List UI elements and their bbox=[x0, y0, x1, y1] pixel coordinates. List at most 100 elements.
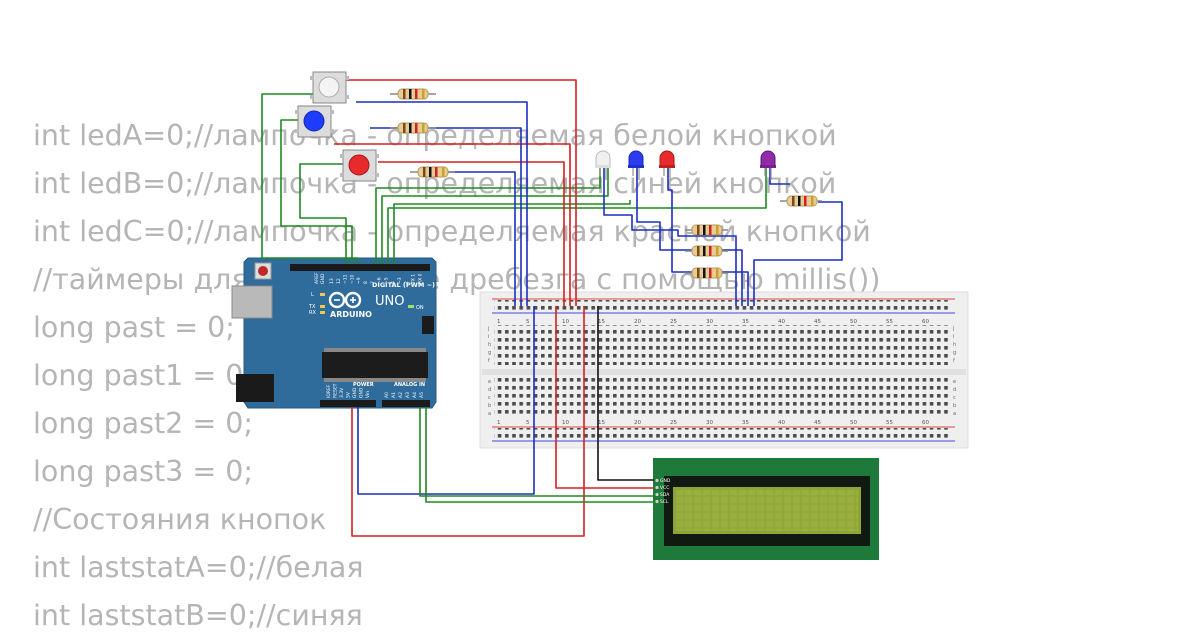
arduino-infinity-logo bbox=[328, 291, 362, 309]
lcd-pin bbox=[655, 499, 659, 504]
lcd-pin-label: GND bbox=[660, 478, 671, 484]
pin-label: IOREF bbox=[326, 384, 332, 398]
breadboard-row-letter: g bbox=[488, 350, 491, 356]
pin-label: AREF bbox=[314, 272, 320, 284]
breadboard-column-number: 50 bbox=[850, 319, 857, 325]
led-purple bbox=[760, 150, 776, 180]
analog-header bbox=[382, 400, 430, 407]
led-red bbox=[659, 150, 675, 180]
pin-label: ~11 bbox=[343, 274, 349, 284]
pin-label: 13 bbox=[329, 278, 335, 284]
breadboard-column-number: 20 bbox=[634, 319, 641, 325]
breadboard-row-letter: g bbox=[953, 350, 956, 356]
breadboard-column-number: 40 bbox=[778, 319, 785, 325]
code-line: int ledC=0;//лампочка - определяемая кра… bbox=[33, 215, 871, 248]
led-icon bbox=[628, 150, 644, 167]
pin-label: 3.3V bbox=[339, 387, 345, 398]
pin-label: 12 bbox=[336, 278, 342, 284]
pin-label: ~9 bbox=[356, 277, 362, 284]
pin-label: RX 0 bbox=[417, 273, 423, 284]
breadboard-row-letter: a bbox=[488, 411, 491, 417]
l-label: L bbox=[311, 292, 314, 298]
rx-label: RX bbox=[309, 310, 316, 316]
pin-label: GND bbox=[320, 273, 326, 284]
resistor-icon bbox=[780, 195, 822, 207]
arduino-brand: ARDUINO bbox=[330, 310, 372, 319]
pushbutton-blue bbox=[295, 105, 334, 138]
breadboard-column-number: 30 bbox=[706, 420, 713, 426]
lcd-pin-label: VCC bbox=[660, 485, 669, 491]
pushbutton-icon bbox=[318, 76, 340, 98]
pin-label: A3 bbox=[405, 392, 411, 398]
led-icon bbox=[659, 150, 675, 167]
breadboard-column-number: 10 bbox=[562, 319, 569, 325]
pin-label: A0 bbox=[384, 392, 390, 398]
tx-label: TX bbox=[308, 304, 316, 310]
pushbutton-icon bbox=[348, 154, 370, 176]
pin-label: A2 bbox=[398, 392, 404, 398]
code-line: //Состояния кнопок bbox=[33, 503, 327, 536]
resistor-icon bbox=[390, 88, 436, 100]
led-icon bbox=[595, 150, 611, 167]
led-icon bbox=[760, 150, 776, 167]
breadboard-column-number: 40 bbox=[778, 420, 785, 426]
pushbutton-red bbox=[340, 149, 379, 182]
breadboard-row-letter: b bbox=[953, 403, 956, 409]
breadboard-column-number: 5 bbox=[526, 420, 530, 426]
lcd-pin-label: SDA bbox=[660, 492, 670, 498]
breadboard-row-letter: b bbox=[488, 403, 491, 409]
reset-button bbox=[258, 266, 268, 276]
breadboard-column-number: 35 bbox=[742, 420, 749, 426]
breadboard-column-number: 20 bbox=[634, 420, 641, 426]
resistors bbox=[390, 88, 822, 279]
pin-label: 7 bbox=[370, 281, 376, 284]
arduino-model: UNO bbox=[375, 294, 404, 309]
pin-label: TX 1 bbox=[411, 274, 417, 285]
power-label: POWER bbox=[353, 382, 374, 388]
breadboard-column-number: 10 bbox=[562, 420, 569, 426]
pin-label: 5V bbox=[346, 391, 352, 398]
code-line: long past = 0; bbox=[33, 311, 235, 344]
pin-label: ~5 bbox=[383, 277, 389, 284]
pin-label: ~10 bbox=[349, 274, 355, 284]
breadboard-row-letter: f bbox=[488, 358, 490, 364]
breadboard-column-number: 35 bbox=[742, 319, 749, 325]
breadboard-row-letter: i bbox=[953, 334, 954, 340]
lcd-pin bbox=[655, 478, 659, 483]
breadboard-row-letter: d bbox=[953, 387, 956, 393]
breadboard-column-number: 15 bbox=[598, 420, 605, 426]
resistor-icon bbox=[390, 122, 436, 134]
breadboard-column-number: 15 bbox=[598, 319, 605, 325]
breadboard-column-number: 60 bbox=[922, 319, 929, 325]
breadboard-row-letter: e bbox=[488, 379, 491, 385]
pushbutton-white bbox=[310, 71, 349, 104]
breadboard-column-number: 25 bbox=[670, 420, 677, 426]
pin-label: A5 bbox=[419, 392, 425, 398]
code-line: int laststatA=0;//белая bbox=[33, 551, 364, 584]
breadboard-column-number: 60 bbox=[922, 420, 929, 426]
breadboard-row-letter: j bbox=[487, 326, 489, 332]
breadboard-column-number: 1 bbox=[497, 420, 501, 426]
pin-label: GND bbox=[352, 387, 358, 398]
pin-label: ~6 bbox=[377, 277, 383, 284]
lcd-pin-label: SCL bbox=[660, 499, 669, 505]
breadboard-row-letter: f bbox=[953, 358, 955, 364]
breadboard-column-number: 55 bbox=[886, 319, 893, 325]
breadboard-column-number: 1 bbox=[497, 319, 501, 325]
pin-label: 8 bbox=[363, 281, 369, 284]
atmega-chip bbox=[322, 352, 428, 378]
usb-port bbox=[231, 285, 273, 319]
pin-label: Vin bbox=[365, 391, 371, 398]
power-jack bbox=[236, 374, 274, 402]
resistor-icon bbox=[685, 224, 728, 236]
breadboard-column-number: 50 bbox=[850, 420, 857, 426]
